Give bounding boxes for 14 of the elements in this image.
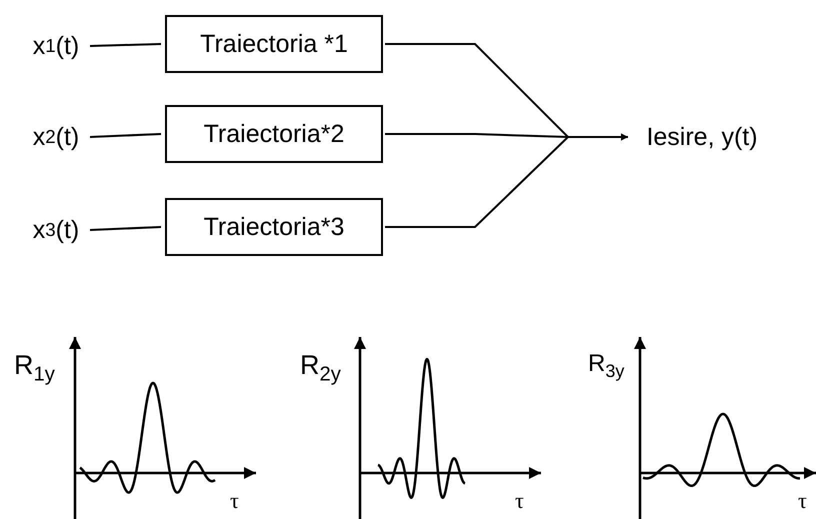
axis-label: R$_{3y}$ <box>588 352 624 380</box>
process-box: Traiectoria*3 <box>165 198 383 256</box>
output-label: Iesire, y(t) <box>632 120 772 154</box>
connector-line <box>90 133 162 138</box>
process-box: Traiectoria*2 <box>165 105 383 163</box>
axis-label: τ <box>230 490 239 512</box>
axis-label: R$_{1y}$ <box>14 352 55 385</box>
axis-label: τ <box>798 490 807 512</box>
connector-line <box>90 226 162 231</box>
axis-label: R$_{2y}$ <box>300 352 341 385</box>
axis-label: τ <box>515 490 524 512</box>
process-box: Traiectoria *1 <box>165 15 383 73</box>
connector-line <box>90 43 162 47</box>
connector-line <box>385 134 628 228</box>
